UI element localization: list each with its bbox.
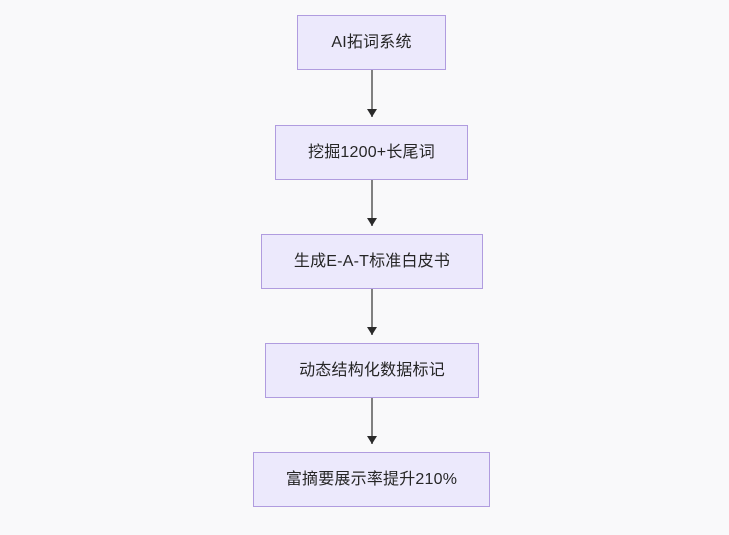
edge-line bbox=[371, 180, 373, 226]
flow-node-dynamic-structured-data-markup[interactable]: 动态结构化数据标记 bbox=[265, 343, 479, 398]
edge-line bbox=[371, 289, 373, 335]
edge-line bbox=[371, 70, 373, 117]
flow-edge bbox=[366, 70, 377, 117]
flow-node-label: 动态结构化数据标记 bbox=[299, 361, 445, 379]
flow-node-ai-keyword-system[interactable]: AI拓词系统 bbox=[297, 15, 446, 70]
arrowhead-down-icon bbox=[366, 327, 377, 335]
arrowhead-down-icon bbox=[366, 109, 377, 117]
flow-edge bbox=[366, 180, 377, 226]
flow-edge bbox=[366, 398, 377, 444]
flow-node-mine-longtail-keywords[interactable]: 挖掘1200+长尾词 bbox=[275, 125, 468, 180]
flow-node-label: AI拓词系统 bbox=[331, 33, 412, 51]
flow-node-label: 富摘要展示率提升210% bbox=[285, 470, 458, 488]
flow-edge bbox=[366, 289, 377, 335]
flow-node-label: 挖掘1200+长尾词 bbox=[308, 143, 435, 161]
flow-node-label: 生成E-A-T标准白皮书 bbox=[293, 252, 451, 270]
arrowhead-down-icon bbox=[366, 218, 377, 226]
arrowhead-down-icon bbox=[366, 436, 377, 444]
flow-node-rich-snippet-impression-lift[interactable]: 富摘要展示率提升210% bbox=[253, 452, 490, 507]
flow-node-generate-eat-whitepaper[interactable]: 生成E-A-T标准白皮书 bbox=[261, 234, 483, 289]
edge-line bbox=[371, 398, 373, 444]
